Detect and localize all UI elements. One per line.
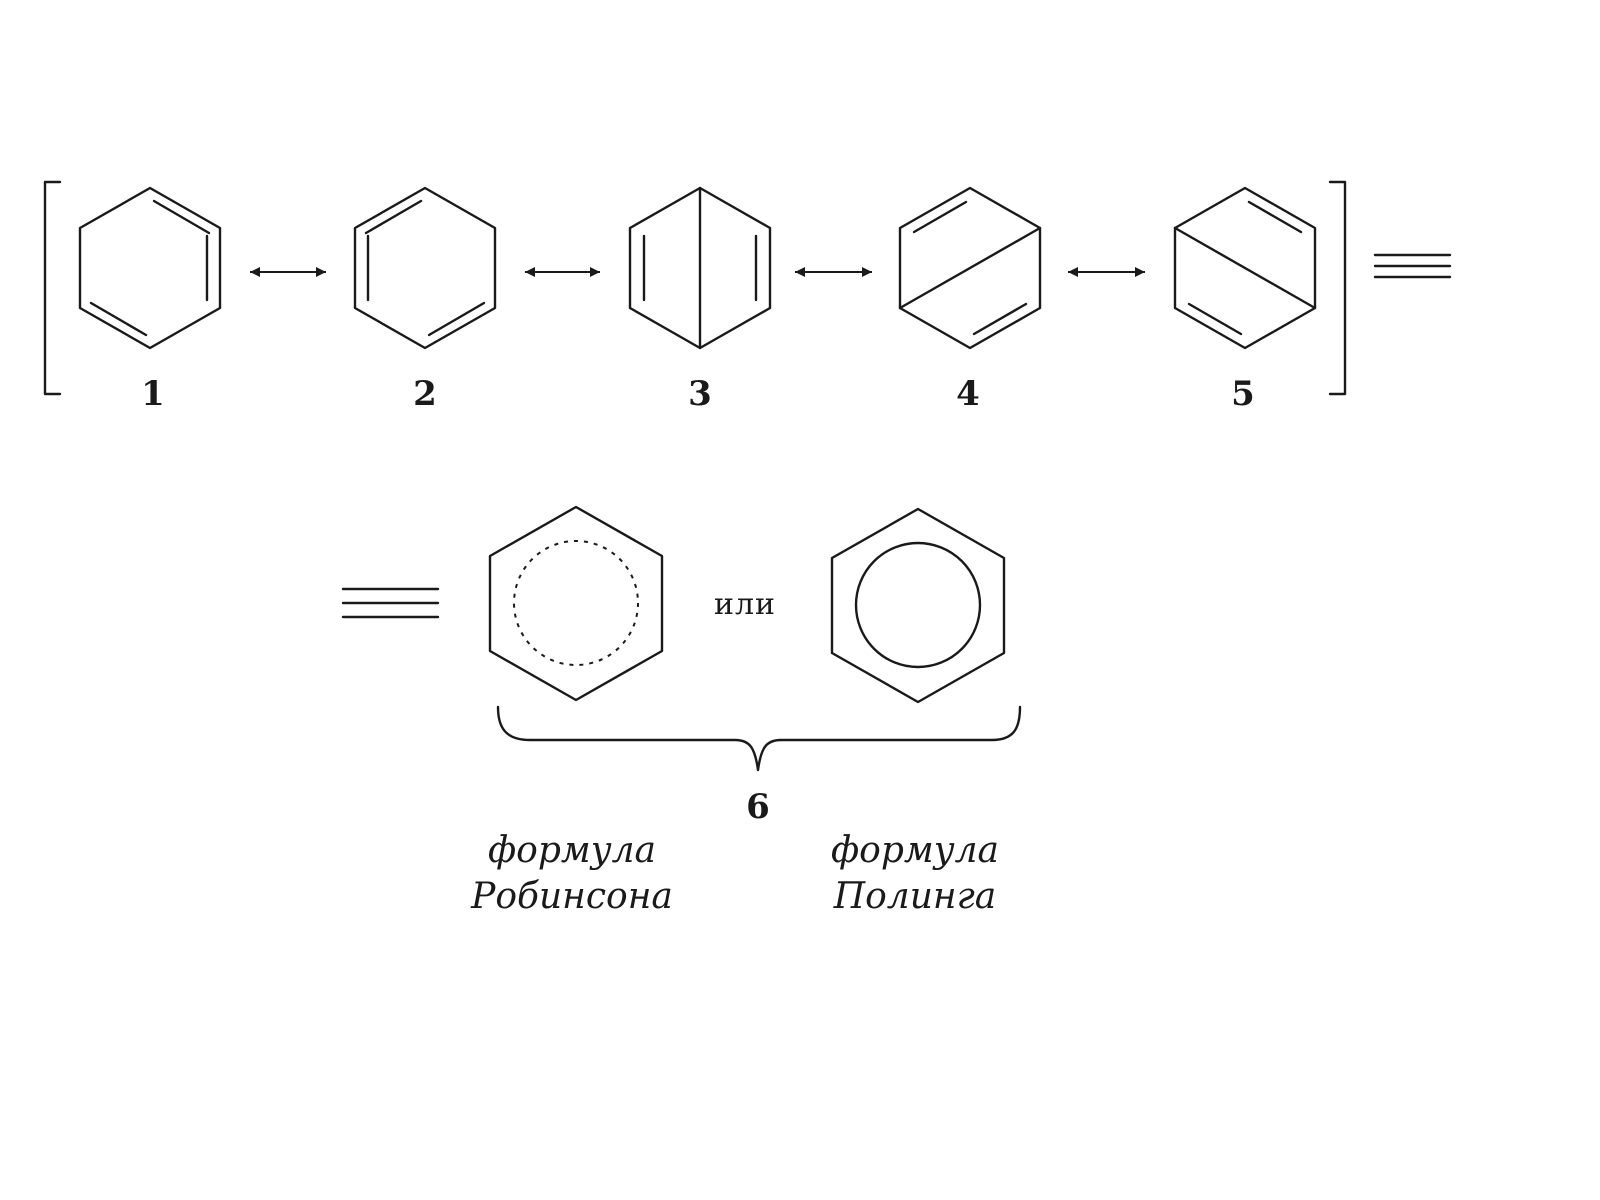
structure-label-2: 2 [413,374,437,414]
robinson-formula [488,505,664,702]
equivalence-sign-bottom [341,587,440,619]
or-connector: или [714,587,776,622]
structure-1 [78,186,222,350]
pauling-formula [830,507,1006,704]
robinson-caption-line2: Робинсона [470,876,673,917]
pauling-caption-line1: формула [831,830,999,871]
structure-4 [898,186,1042,350]
left-bracket [43,180,62,396]
structure-label-1: 1 [141,374,165,414]
structure-label-3: 3 [688,374,712,414]
curly-brace [496,705,1022,772]
structure-label-4: 4 [956,374,980,414]
resonance-arrow [795,267,872,277]
structure-label-5: 5 [1231,374,1255,414]
pauling-caption-line2: Полинга [833,876,997,917]
robinson-caption-line1: формула [488,830,656,871]
structure-3 [628,186,772,350]
equivalence-sign-top [1373,253,1452,279]
structure-5 [1173,186,1317,350]
right-bracket [1328,180,1347,396]
structure-2 [353,186,497,350]
resonance-arrow [525,267,600,277]
resonance-arrow [250,267,326,277]
structure-label-6: 6 [746,787,770,827]
resonance-arrow [1068,267,1145,277]
